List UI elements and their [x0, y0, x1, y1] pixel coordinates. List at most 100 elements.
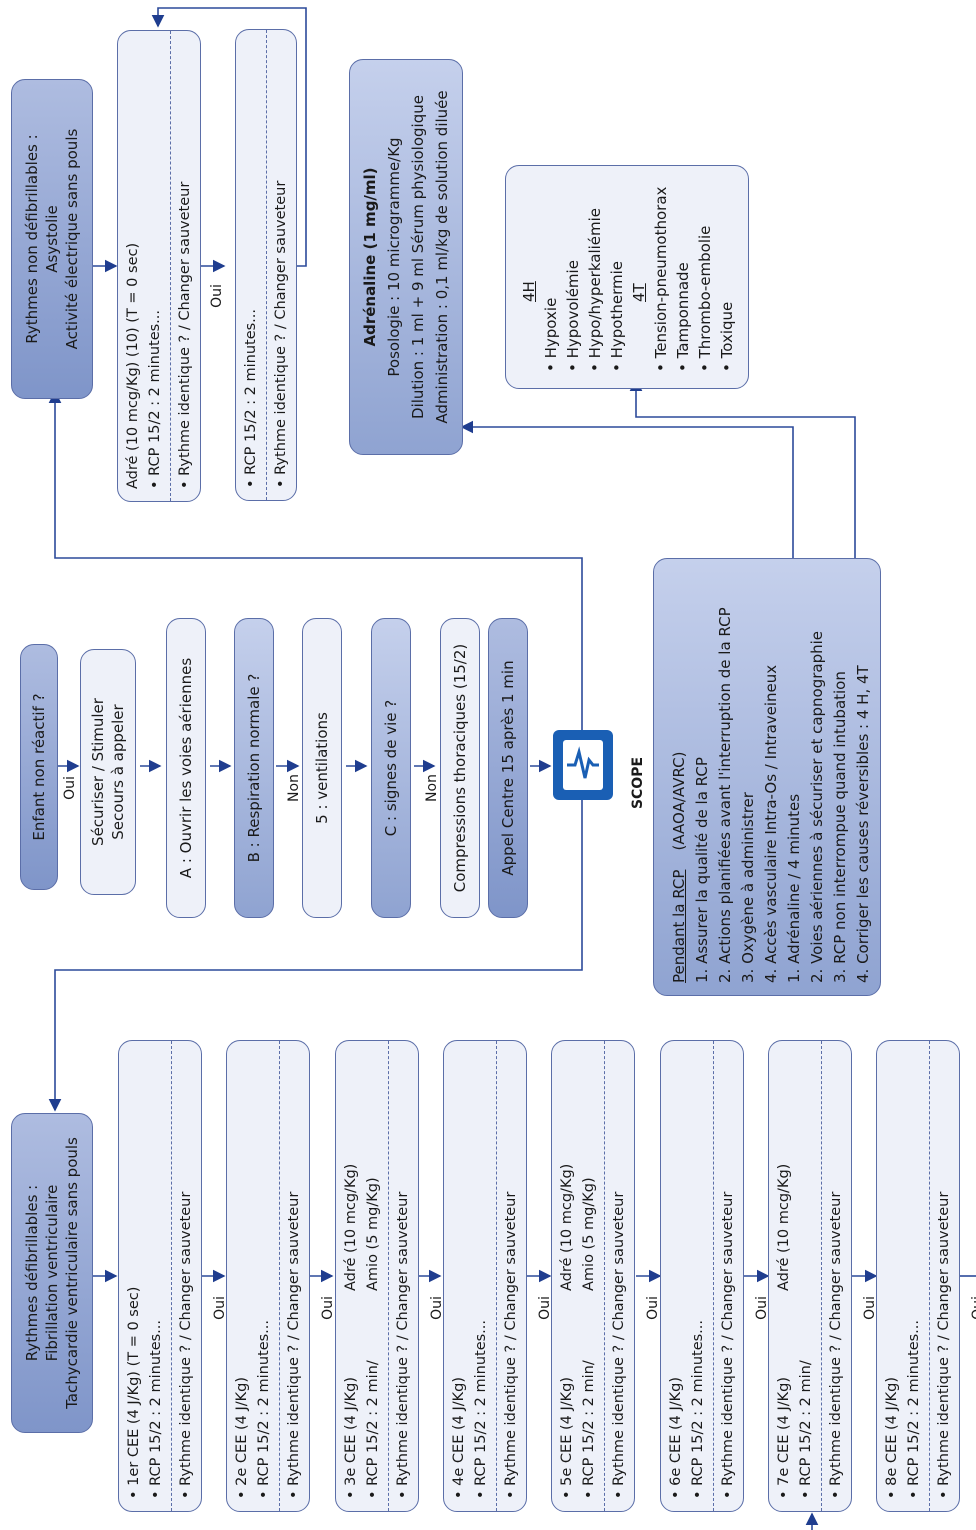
rhythm-line-5: • Rythme identique ? / Changer sauveteur — [611, 1191, 628, 1499]
breathing-box: B : Respiration normale ? — [234, 618, 274, 918]
rcp-line-4: • RCP 15/2 : 2 minutes... — [472, 1319, 489, 1499]
cause-toxic: • Toxique — [718, 301, 736, 372]
ventilations-box: 5 : ventilations — [302, 618, 342, 918]
during-cpr-item-7: 3. RCP non interrompue quand intubation — [831, 671, 849, 983]
non-shockable-box-1: Adré (10 mcg/Kg) (10) (T = 0 sec) • RCP … — [117, 30, 201, 502]
shockable-title-box: Rythmes défibrillables : Fibrillation ve… — [11, 1113, 93, 1433]
during-cpr-item-2: 2. Actions planifiées avant l'interrupti… — [716, 607, 734, 983]
shockable-box-1: • 1er CEE (4 J/Kg) (T = 0 sec) • RCP 15/2… — [118, 1040, 202, 1512]
during-cpr-item-1: 1. Assurer la qualité de la RCP — [693, 757, 711, 983]
call-help-line: Secours à appeler — [109, 704, 127, 840]
cause-tamponade: • Tamponnade — [674, 262, 692, 372]
during-cpr-title: Pendant la RCP — [670, 869, 688, 983]
adrenaline-title: Adrénaline (1 mg/ml) — [361, 167, 379, 347]
shockable-box-8: • 8e CEE (4 J/Kg) • RCP 15/2 : 2 minutes.… — [876, 1040, 961, 1512]
drug1-line-5: Adré (10 mcg/Kg) — [559, 1163, 576, 1291]
rhythm-line-1: • Rythme identique ? / Changer sauveteur — [178, 1191, 194, 1499]
adrenaline-administration: Administration : 0,1 ml/kg de solution d… — [433, 90, 451, 424]
non-shockable-title: Rythmes non défibrillables : — [23, 134, 41, 344]
cause-kalemia: • Hypo/hyperkaliémie — [586, 207, 604, 372]
four-t-title: 4T — [630, 283, 648, 302]
pea-label: Activité électrique sans pouls — [63, 128, 81, 350]
rhythm-line-4: • Rythme identique ? / Changer sauveteur — [502, 1191, 519, 1499]
unresponsive-question: Enfant non réactif ? — [30, 693, 48, 841]
non-shockable-box-2: • RCP 15/2 : 2 minutes... • Rythme ident… — [235, 29, 297, 501]
yes-label-shock-5: Oui — [645, 1296, 662, 1320]
compressions-label: Compressions thoraciques (15/2) — [451, 643, 469, 893]
shockable-box-6: • 6e CEE (4 J/Kg) • RCP 15/2 : 2 minutes.… — [659, 1040, 744, 1512]
cause-embolism: • Thrombo-embolie — [696, 225, 714, 372]
unresponsive-child-box: Enfant non réactif ? — [20, 644, 58, 890]
drug2-line-5: Amio (5 mg/Kg) — [581, 1177, 598, 1291]
compressions-box: Compressions thoraciques (15/2) — [440, 618, 480, 918]
cause-pneumothorax: • Tension-pneumothorax — [652, 186, 670, 372]
shockable-title: Rythmes défibrillables : — [23, 1184, 41, 1362]
call-centre-label: Appel Centre 15 après 1 min — [499, 660, 517, 876]
ns-box1-line1: Adré (10 mcg/Kg) (10) (T = 0 sec) — [125, 242, 141, 489]
call-centre-box: Appel Centre 15 après 1 min — [488, 618, 528, 918]
during-cpr-item-3: 3. Oxygène à administrer — [739, 792, 757, 983]
during-cpr-item-8: 4. Corriger les causes réversibles : 4 H… — [854, 665, 872, 983]
shockable-box-4: • 4e CEE (4 J/Kg) • RCP 15/2 : 2 minutes.… — [442, 1040, 527, 1512]
reversible-causes-box: 4H • Hypoxie • Hypovolémie • Hypo/hyperk… — [505, 165, 749, 389]
cee-line-1: • 1er CEE (4 J/Kg) (T = 0 sec) — [126, 1286, 142, 1499]
secure-line: Sécuriser / Stimuler — [89, 698, 107, 846]
airway-box: A : Ouvrir les voies aériennes — [166, 618, 206, 918]
four-h-title: 4H — [520, 281, 538, 302]
secure-stimulate-box: Sécuriser / Stimuler Secours à appeler — [80, 649, 136, 895]
cause-hypovolemia: • Hypovolémie — [564, 260, 582, 372]
ns-box1-line3: • Rythme identique ? / Changer sauveteur — [177, 181, 193, 489]
rcp-line-8: • RCP 15/2 : 2 minutes... — [906, 1319, 923, 1499]
rhythm-line-7: • Rythme identique ? / Changer sauveteur — [827, 1191, 844, 1499]
during-cpr-item-6: 2. Voies aériennes à sécuriser et capnog… — [808, 630, 826, 983]
yes-label-shock-6: Oui — [753, 1296, 770, 1320]
cee-line-2: • 2e CEE (4 J/Kg) — [234, 1377, 251, 1499]
rcp-line-7: • RCP 15/2 : 2 min/ — [797, 1360, 814, 1499]
signs-of-life-box: C : signes de vie ? — [371, 618, 411, 918]
vt-label: Tachycardie ventriculaire sans pouls — [63, 1137, 81, 1409]
vf-label: Fibrillation ventriculaire — [43, 1184, 61, 1362]
ns-box1-line2: • RCP 15/2 : 2 minutes... — [147, 309, 163, 489]
cause-hypoxia: • Hypoxie — [542, 297, 560, 372]
rcp-line-6: • RCP 15/2 : 2 minutes... — [689, 1319, 706, 1499]
during-cpr-suffix: (AAOA/AVRC) — [670, 751, 688, 851]
shockable-box-3: • 3e CEE (4 J/Kg)• RCP 15/2 : 2 min/Adré… — [334, 1040, 419, 1512]
rhythm-line-6: • Rythme identique ? / Changer sauveteur — [719, 1191, 736, 1499]
shockable-box-2: • 2e CEE (4 J/Kg) • RCP 15/2 : 2 minutes.… — [226, 1040, 311, 1512]
cause-hypothermia: • Hypothermie — [608, 260, 626, 372]
cee-line-6: • 6e CEE (4 J/Kg) — [667, 1377, 684, 1499]
rhythm-line-3: • Rythme identique ? / Changer sauveteur — [394, 1191, 411, 1499]
adrenaline-box: Adrénaline (1 mg/ml) Posologie : 10 micr… — [349, 59, 463, 455]
cee-line-8: • 8e CEE (4 J/Kg) — [884, 1377, 901, 1499]
during-cpr-item-5: 1. Adrénaline / 4 minutes — [785, 793, 803, 983]
non-shockable-title-box: Rythmes non défibrillables : Asystolie A… — [11, 79, 93, 399]
ns-yes-label: Oui — [208, 284, 225, 308]
drug1-line-3: Adré (10 mcg/Kg) — [342, 1163, 359, 1291]
no-label-2: Non — [423, 774, 440, 802]
no-label-1: Non — [285, 774, 302, 802]
adrenaline-posology: Posologie : 10 microgramme/Kg — [385, 137, 403, 377]
during-cpr-box: Pendant la RCP (AAOA/AVRC) 1. Assurer la… — [653, 558, 881, 996]
rcp-line-1: • RCP 15/2 : 2 minutes... — [148, 1319, 164, 1499]
drug2-line-3: Amio (5 mg/Kg) — [364, 1177, 381, 1291]
ventilations-label: 5 : ventilations — [313, 712, 331, 824]
yes-label-shock-8: Oui — [969, 1296, 976, 1320]
during-cpr-item-4: 4. Accès vasculaire Intra-Os / Intravein… — [762, 664, 780, 983]
adrenaline-dilution: Dilution : 1 ml + 9 ml Sérum physiologiq… — [409, 95, 427, 419]
breathing-label: B : Respiration normale ? — [245, 673, 263, 863]
shockable-box-5: • 5e CEE (4 J/Kg)• RCP 15/2 : 2 min/Adré… — [551, 1040, 636, 1512]
airway-label: A : Ouvrir les voies aériennes — [177, 657, 195, 879]
asystole-label: Asystolie — [43, 205, 61, 273]
ns-box2-line1: • RCP 15/2 : 2 minutes... — [243, 308, 259, 488]
rhythm-line-8: • Rythme identique ? / Changer sauveteur — [936, 1191, 953, 1499]
ns-box2-line2: • Rythme identique ? / Changer sauveteur — [273, 180, 289, 488]
rcp-line-2: • RCP 15/2 : 2 minutes... — [256, 1319, 273, 1499]
rhythm-line-2: • Rythme identique ? / Changer sauveteur — [286, 1191, 303, 1499]
scope-label: SCOPE — [630, 756, 647, 810]
signs-of-life-label: C : signes de vie ? — [382, 699, 400, 837]
yes-label: Oui — [61, 776, 78, 800]
cee-line-4: • 4e CEE (4 J/Kg) — [450, 1377, 467, 1499]
drug1-line-7: Adré (10 mcg/Kg) — [775, 1163, 792, 1291]
shockable-box-7: • 7e CEE (4 J/Kg)• RCP 15/2 : 2 min/Adré… — [767, 1040, 852, 1512]
